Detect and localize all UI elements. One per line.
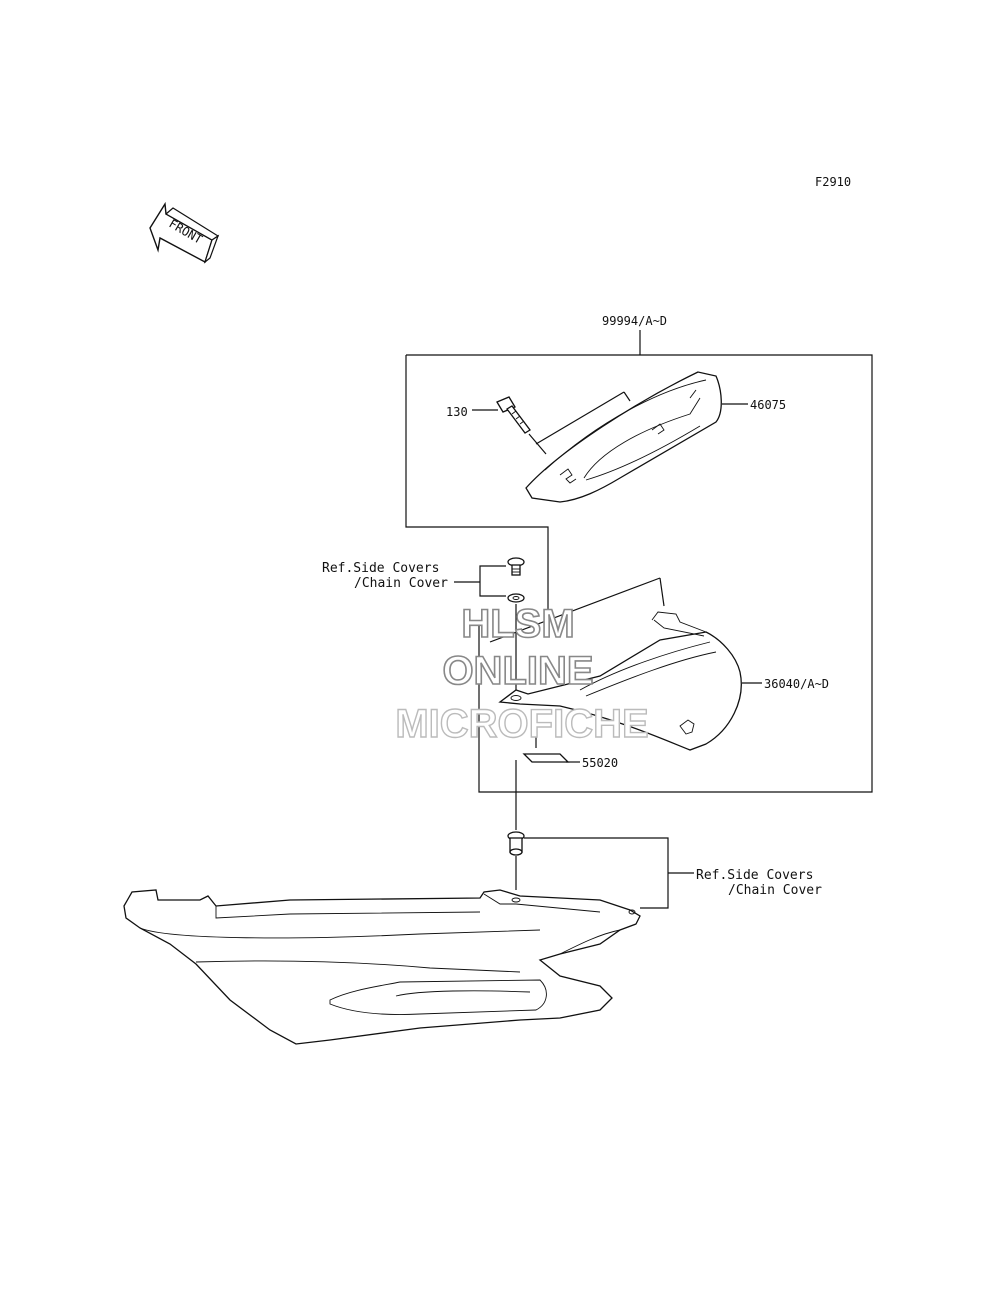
figure-code: F2910 xyxy=(815,175,851,189)
ref-lower-line1: Ref.Side Covers xyxy=(696,868,813,883)
side-cover xyxy=(123,889,641,1045)
cover-part-number: 36040/A~D xyxy=(764,677,829,691)
ref-upper-line1: Ref.Side Covers xyxy=(322,561,439,576)
ref-lower-line2: /Chain Cover xyxy=(728,883,822,898)
bolt-part-number: 130 xyxy=(446,405,468,419)
watermark-line2: ONLINE xyxy=(442,649,593,693)
ref-upper-line2: /Chain Cover xyxy=(354,576,448,591)
label-sticker-icon xyxy=(522,753,570,763)
washer-icon xyxy=(507,593,525,603)
assembly-part-number: 99994/A~D xyxy=(602,314,667,328)
screw-icon xyxy=(507,557,525,576)
watermark-line3: MICROFICHE xyxy=(395,702,648,746)
seat-cover xyxy=(498,611,742,751)
front-arrow-icon: FRONT xyxy=(149,201,220,264)
grab-rail-part-number: 46075 xyxy=(750,398,786,412)
collar-icon xyxy=(507,831,525,856)
label-part-number: 55020 xyxy=(582,756,618,770)
bolt-icon xyxy=(496,396,531,434)
watermark-line1: HLSM xyxy=(461,602,574,646)
grab-rail xyxy=(525,371,722,503)
assembly-bracket xyxy=(405,330,873,793)
watermark: HLSM ONLINE MICROFICHE xyxy=(395,601,650,747)
